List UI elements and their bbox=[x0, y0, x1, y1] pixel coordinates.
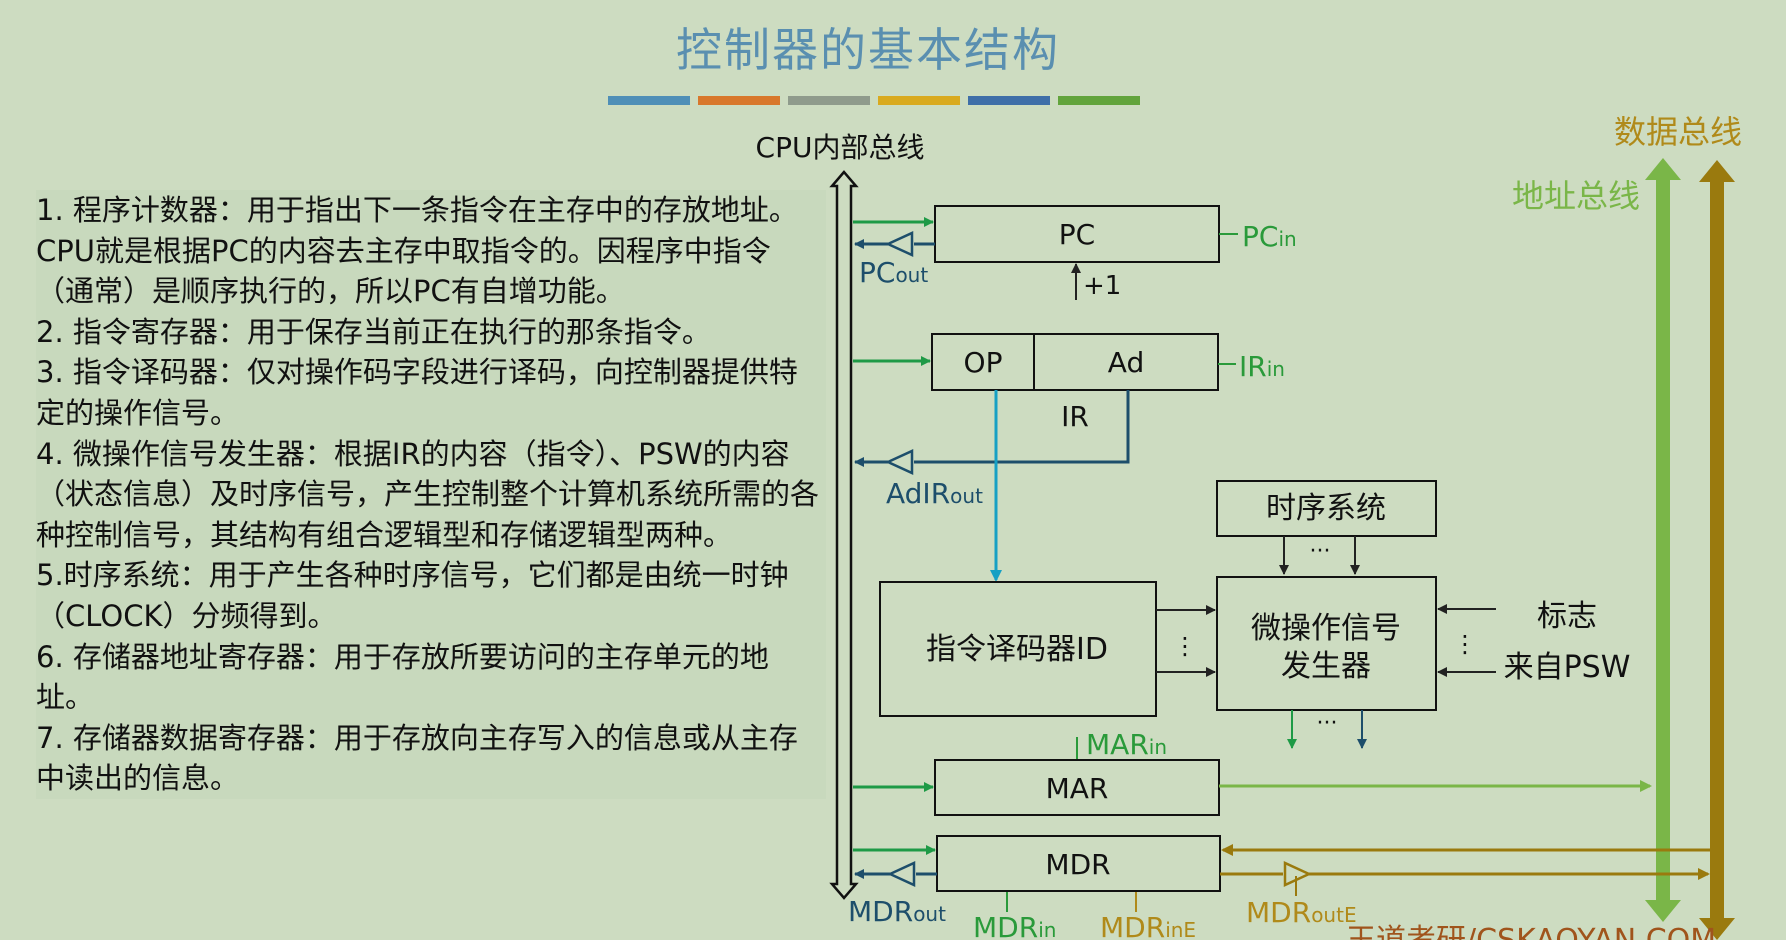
description-ir: 2. 指令寄存器：用于保存当前正在执行的那条指令。 bbox=[36, 314, 711, 349]
mdr-in-signal: MDRin bbox=[973, 911, 1056, 940]
ir-label: IR bbox=[1061, 400, 1089, 433]
timing-system bbox=[1216, 480, 1437, 537]
cpu-bus-label: CPU内部总线 bbox=[756, 131, 925, 164]
accent-color-bars bbox=[608, 96, 1140, 105]
micro-op-generator-label-1: 微操作信号 bbox=[1251, 611, 1401, 646]
mdr-register bbox=[936, 835, 1221, 892]
mdr-ine-signal: MDRinE bbox=[1100, 911, 1196, 940]
description-pc: 1. 程序计数器：用于指出下一条指令在主存中的存放地址。CPU就是根据PC的内容… bbox=[36, 193, 798, 309]
accent-bar bbox=[1058, 96, 1140, 105]
flags-label: 标志 bbox=[1537, 599, 1597, 634]
address-bus-label: 地址总线 bbox=[1512, 177, 1640, 215]
ir-op-field: OP bbox=[964, 346, 1003, 379]
timing-output-ellipsis: ··· bbox=[1310, 539, 1331, 564]
micro-op-generator bbox=[1216, 576, 1437, 711]
accent-bar bbox=[698, 96, 780, 105]
instruction-decoder bbox=[879, 581, 1157, 717]
ir-in-signal: IRin bbox=[1239, 350, 1285, 383]
cpu-internal-bus bbox=[829, 170, 859, 900]
adir-out-signal: AdIRout bbox=[886, 477, 983, 510]
data-bus bbox=[1699, 160, 1735, 940]
mar-in-signal: MARin bbox=[1086, 728, 1167, 761]
ir-register bbox=[931, 333, 1219, 391]
ad-output-line bbox=[914, 390, 1130, 464]
pc-out-signal: PCout bbox=[859, 256, 928, 289]
timing-system-label: 时序系统 bbox=[1266, 491, 1386, 526]
mdr-oute-signal: MDRoutE bbox=[1246, 896, 1357, 929]
decoder-output-ellipsis: ⋮ bbox=[1173, 632, 1197, 660]
pc-output-gate bbox=[884, 231, 914, 257]
accent-bar bbox=[608, 96, 690, 105]
mdr-register-label: MDR bbox=[1045, 848, 1110, 881]
accent-bar bbox=[968, 96, 1050, 105]
description-timing: 5.时序系统：用于产生各种时序信号，它们都是由统一时钟（CLOCK）分频得到。 bbox=[36, 558, 789, 633]
page-title: 控制器的基本结构 bbox=[676, 23, 1060, 77]
pc-register-label: PC bbox=[1059, 218, 1095, 251]
accent-bar bbox=[788, 96, 870, 105]
description-mdr: 7. 存储器数据寄存器：用于存放向主存写入的信息或从主存中读出的信息。 bbox=[36, 720, 798, 796]
description-decoder: 3. 指令译码器：仅对操作码字段进行译码，向控制器提供特定的操作信号。 bbox=[36, 355, 798, 430]
micro-op-generator-label-2: 发生器 bbox=[1281, 649, 1371, 684]
mdr-output-gate bbox=[886, 861, 916, 887]
psw-source-label: 来自PSW bbox=[1504, 650, 1631, 685]
flag-input-ellipsis: ⋮ bbox=[1453, 630, 1477, 658]
control-signal-ellipsis: ··· bbox=[1317, 711, 1338, 736]
data-bus-label: 数据总线 bbox=[1614, 113, 1742, 151]
mar-register-label: MAR bbox=[1046, 772, 1109, 805]
address-bus bbox=[1645, 158, 1681, 922]
ir-ad-field: Ad bbox=[1108, 346, 1144, 379]
footer-watermark-text: 王道考研/CSKAOYAN.COM bbox=[1346, 923, 1716, 940]
instruction-decoder-label: 指令译码器ID bbox=[926, 632, 1108, 667]
pc-increment-label: +1 bbox=[1083, 271, 1121, 301]
ad-output-gate bbox=[884, 449, 914, 475]
description-micro-generator: 4. 微操作信号发生器：根据IR的内容（指令）、PSW的内容（状态信息）及时序信… bbox=[36, 436, 820, 552]
mdr-out-signal: MDRout bbox=[848, 895, 946, 928]
accent-bar bbox=[878, 96, 960, 105]
component-descriptions: 1. 程序计数器：用于指出下一条指令在主存中的存放地址。CPU就是根据PC的内容… bbox=[36, 190, 826, 799]
description-mar: 6. 存储器地址寄存器：用于存放所要访问的主存单元的地址。 bbox=[36, 639, 769, 715]
pc-in-signal: PCin bbox=[1242, 220, 1297, 253]
